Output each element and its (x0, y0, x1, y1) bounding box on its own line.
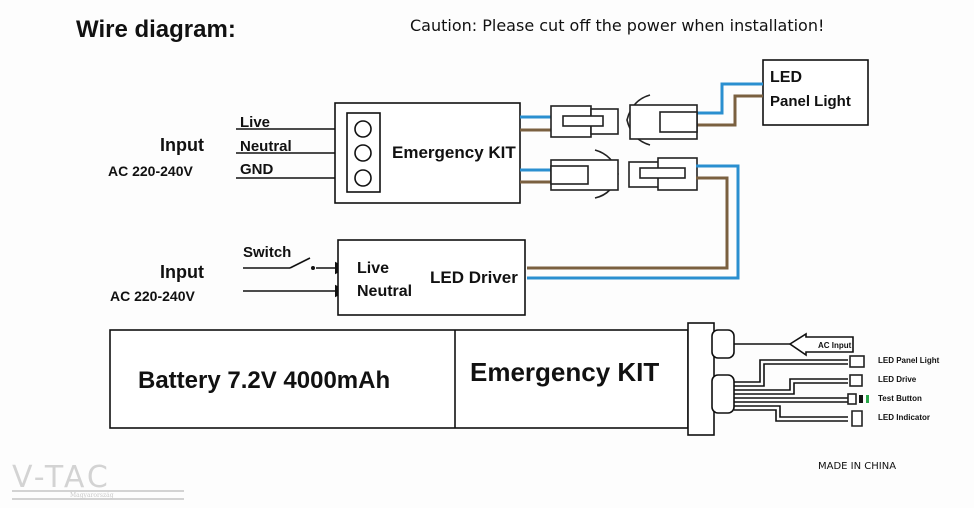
battery-label: Battery 7.2V 4000mAh (138, 367, 390, 394)
cable-gland-1 (711, 329, 735, 359)
cable-gland-2 (711, 374, 735, 414)
emergency-kit-body-label: Emergency KIT (470, 357, 659, 387)
terminal-gnd (354, 169, 372, 187)
brown-wire-panel (696, 94, 763, 127)
emergency-kit-label: Emergency KIT (392, 143, 516, 162)
connector-led-drive (849, 374, 863, 387)
driver-live-label: Live (357, 260, 389, 277)
page-title: Wire diagram: (76, 16, 236, 43)
terminal-live (354, 120, 372, 138)
led-panel-line1: LED (770, 69, 802, 86)
led-panel-line2: Panel Light (770, 93, 851, 110)
wire-label-neutral: Neutral (240, 138, 292, 155)
blue-wire-panel (696, 82, 763, 115)
input-label-middle: Input (160, 262, 204, 282)
logo-sub: Magyarország (70, 492, 114, 499)
ac-input-arrow (788, 332, 854, 357)
connector-female-2 (550, 149, 619, 199)
switch-label: Switch (243, 244, 291, 261)
led-panel-box (762, 59, 869, 126)
test-button-green-mark (866, 395, 869, 403)
led-indicator-icon (851, 410, 863, 427)
driver-neutral-label: Neutral (357, 283, 412, 300)
blue-wire-driver (527, 164, 740, 280)
ac-input-label: AC Input (818, 341, 852, 350)
vtac-logo: V-TAC Magyarország (12, 460, 184, 500)
made-in-china: MADE IN CHINA (818, 461, 896, 472)
terminal-neutral (354, 144, 372, 162)
output-led-drive: LED Drive (878, 375, 917, 384)
end-cap (687, 322, 715, 436)
test-button-connector (847, 393, 857, 405)
battery-kit-body (109, 329, 689, 429)
wire-label-gnd: GND (240, 161, 274, 178)
output-test-button: Test Button (878, 394, 922, 403)
logo-brand: V-TAC (12, 460, 111, 495)
switch-lever (289, 257, 311, 269)
connector-female-1 (626, 94, 698, 146)
output-led-indicator: LED Indicator (878, 413, 930, 422)
brown-wire-driver (527, 176, 729, 270)
caution-note: Caution: Please cut off the power when i… (410, 16, 824, 35)
input-voltage-top: AC 220-240V (108, 163, 193, 179)
input-voltage-middle: AC 220-240V (110, 288, 195, 304)
output-wires (734, 359, 848, 422)
connector-male-2 (628, 157, 698, 191)
test-button-icon (859, 395, 863, 403)
input-label-top: Input (160, 135, 204, 155)
led-driver-box (337, 239, 526, 316)
wire-label-live: Live (240, 114, 270, 131)
led-driver-label: LED Driver (430, 268, 518, 287)
switch-contact (311, 266, 315, 270)
connector-led-panel (849, 355, 865, 368)
connector-male-1 (550, 105, 619, 138)
output-led-panel-light: LED Panel Light (878, 356, 940, 365)
